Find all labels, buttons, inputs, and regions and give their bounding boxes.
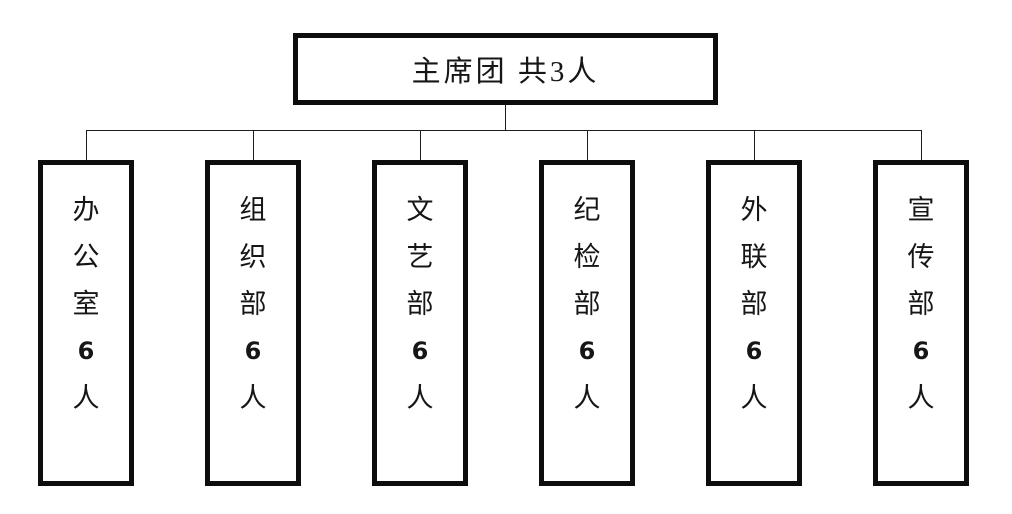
connector-stem	[505, 104, 506, 131]
dept-char: 艺	[406, 242, 434, 272]
dept-char: 人	[907, 383, 935, 413]
connector-drop-external	[754, 130, 755, 162]
dept-char: 部	[740, 289, 768, 319]
dept-char: 人	[740, 383, 768, 413]
dept-char: 部	[239, 289, 267, 319]
dept-count: 6	[578, 337, 596, 365]
connector-drop-publicity	[921, 130, 922, 162]
dept-node-publicity: 宣 传 部 6 人	[873, 160, 969, 486]
connector-drop-office	[86, 130, 87, 162]
dept-char: 部	[406, 289, 434, 319]
dept-char: 人	[72, 383, 100, 413]
dept-char: 传	[907, 242, 935, 272]
dept-count: 6	[244, 337, 262, 365]
dept-node-organization: 组 织 部 6 人	[205, 160, 301, 486]
dept-char: 人	[406, 383, 434, 413]
dept-char: 文	[406, 195, 434, 225]
dept-char: 宣	[907, 195, 935, 225]
dept-char: 办	[72, 195, 100, 225]
root-node: 主席团 共3人	[293, 33, 718, 105]
dept-char: 人	[573, 383, 601, 413]
dept-char: 公	[72, 242, 100, 272]
dept-char: 室	[72, 289, 100, 319]
root-node-label: 主席团 共3人	[411, 56, 600, 88]
dept-char: 外	[740, 195, 768, 225]
dept-char: 人	[239, 383, 267, 413]
dept-count: 6	[411, 337, 429, 365]
dept-char: 织	[239, 242, 267, 272]
connector-rail	[86, 130, 922, 131]
dept-char: 检	[573, 242, 601, 272]
dept-node-arts: 文 艺 部 6 人	[372, 160, 468, 486]
connector-drop-organization	[253, 130, 254, 162]
dept-char: 部	[907, 289, 935, 319]
dept-count: 6	[77, 337, 95, 365]
dept-node-office: 办 公 室 6 人	[38, 160, 134, 486]
dept-count: 6	[912, 337, 930, 365]
dept-char: 纪	[573, 195, 601, 225]
connector-drop-discipline	[587, 130, 588, 162]
dept-count: 6	[745, 337, 763, 365]
dept-char: 组	[239, 195, 267, 225]
dept-node-external: 外 联 部 6 人	[706, 160, 802, 486]
dept-char: 联	[740, 242, 768, 272]
dept-char: 部	[573, 289, 601, 319]
dept-node-discipline: 纪 检 部 6 人	[539, 160, 635, 486]
connector-drop-arts	[420, 130, 421, 162]
